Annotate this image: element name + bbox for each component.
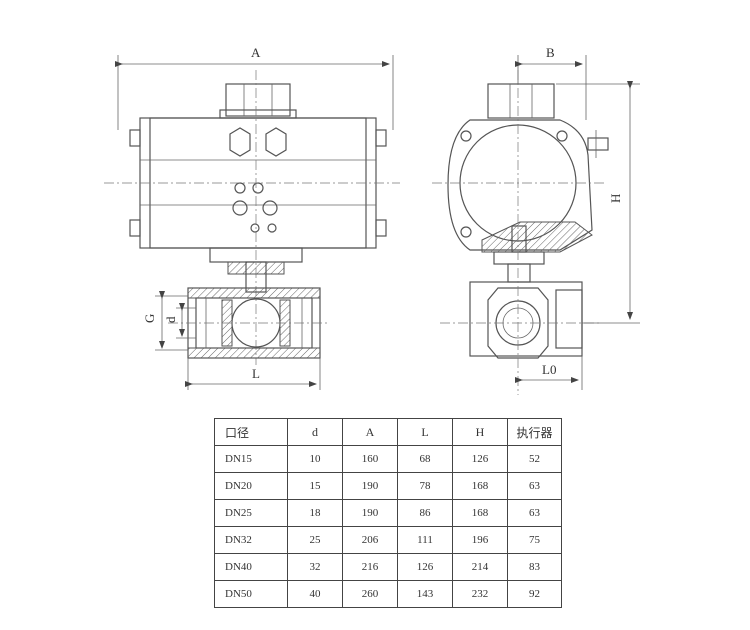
table-row: DN50 40 260 143 232 92 — [214, 580, 562, 608]
table-cell: 190 — [342, 472, 398, 500]
table-cell: DN20 — [214, 472, 288, 500]
table-cell: 63 — [507, 472, 562, 500]
technical-drawing: A G d L — [104, 45, 640, 395]
table-cell: 111 — [397, 526, 453, 554]
header-d: d — [287, 418, 343, 446]
table-row: DN15 10 160 68 126 52 — [214, 445, 562, 473]
front-view: A G d L — [104, 45, 400, 390]
table-cell: 52 — [507, 445, 562, 473]
table-cell: 196 — [452, 526, 508, 554]
header-a: A — [342, 418, 398, 446]
table-cell: 126 — [452, 445, 508, 473]
table-cell: 75 — [507, 526, 562, 554]
table-cell: DN25 — [214, 499, 288, 527]
table-cell: DN50 — [214, 580, 288, 608]
header-h: H — [452, 418, 508, 446]
dimension-h-label: H — [608, 194, 623, 203]
table-cell: DN15 — [214, 445, 288, 473]
table-cell: DN32 — [214, 526, 288, 554]
table-cell: DN40 — [214, 553, 288, 581]
table-cell: 216 — [342, 553, 398, 581]
table-cell: 126 — [397, 553, 453, 581]
table-cell: 18 — [287, 499, 343, 527]
table-cell: 32 — [287, 553, 343, 581]
dimension-d-label: d — [163, 316, 178, 323]
dimension-g-label: G — [142, 314, 157, 323]
side-view: B H L0 — [432, 45, 640, 395]
table-cell: 25 — [287, 526, 343, 554]
table-cell: 168 — [452, 472, 508, 500]
table-cell: 260 — [342, 580, 398, 608]
table-row: DN20 15 190 78 168 63 — [214, 472, 562, 500]
table-cell: 160 — [342, 445, 398, 473]
dimension-l-label: L — [252, 366, 260, 381]
table-row: DN40 32 216 126 214 83 — [214, 553, 562, 581]
dimension-a-label: A — [251, 45, 261, 60]
table-cell: 232 — [452, 580, 508, 608]
table-cell: 214 — [452, 553, 508, 581]
table-row: DN32 25 206 111 196 75 — [214, 526, 562, 554]
table-cell: 63 — [507, 499, 562, 527]
table-cell: 83 — [507, 553, 562, 581]
dimension-l0-label: L0 — [542, 362, 556, 377]
header-l: L — [397, 418, 453, 446]
header-bore: 口径 — [214, 418, 288, 446]
table-cell: 92 — [507, 580, 562, 608]
header-actuator: 执行器 — [507, 418, 562, 446]
table-cell: 143 — [397, 580, 453, 608]
table-cell: 68 — [397, 445, 453, 473]
table-cell: 78 — [397, 472, 453, 500]
spec-table: 口径 d A L H 执行器 DN15 10 160 68 126 52 DN2… — [214, 418, 562, 608]
table-cell: 10 — [287, 445, 343, 473]
table-cell: 15 — [287, 472, 343, 500]
table-cell: 40 — [287, 580, 343, 608]
table-cell: 168 — [452, 499, 508, 527]
table-cell: 86 — [397, 499, 453, 527]
table-header-row: 口径 d A L H 执行器 — [214, 418, 562, 446]
table-cell: 190 — [342, 499, 398, 527]
table-cell: 206 — [342, 526, 398, 554]
table-row: DN25 18 190 86 168 63 — [214, 499, 562, 527]
dimension-b-label: B — [546, 45, 555, 60]
